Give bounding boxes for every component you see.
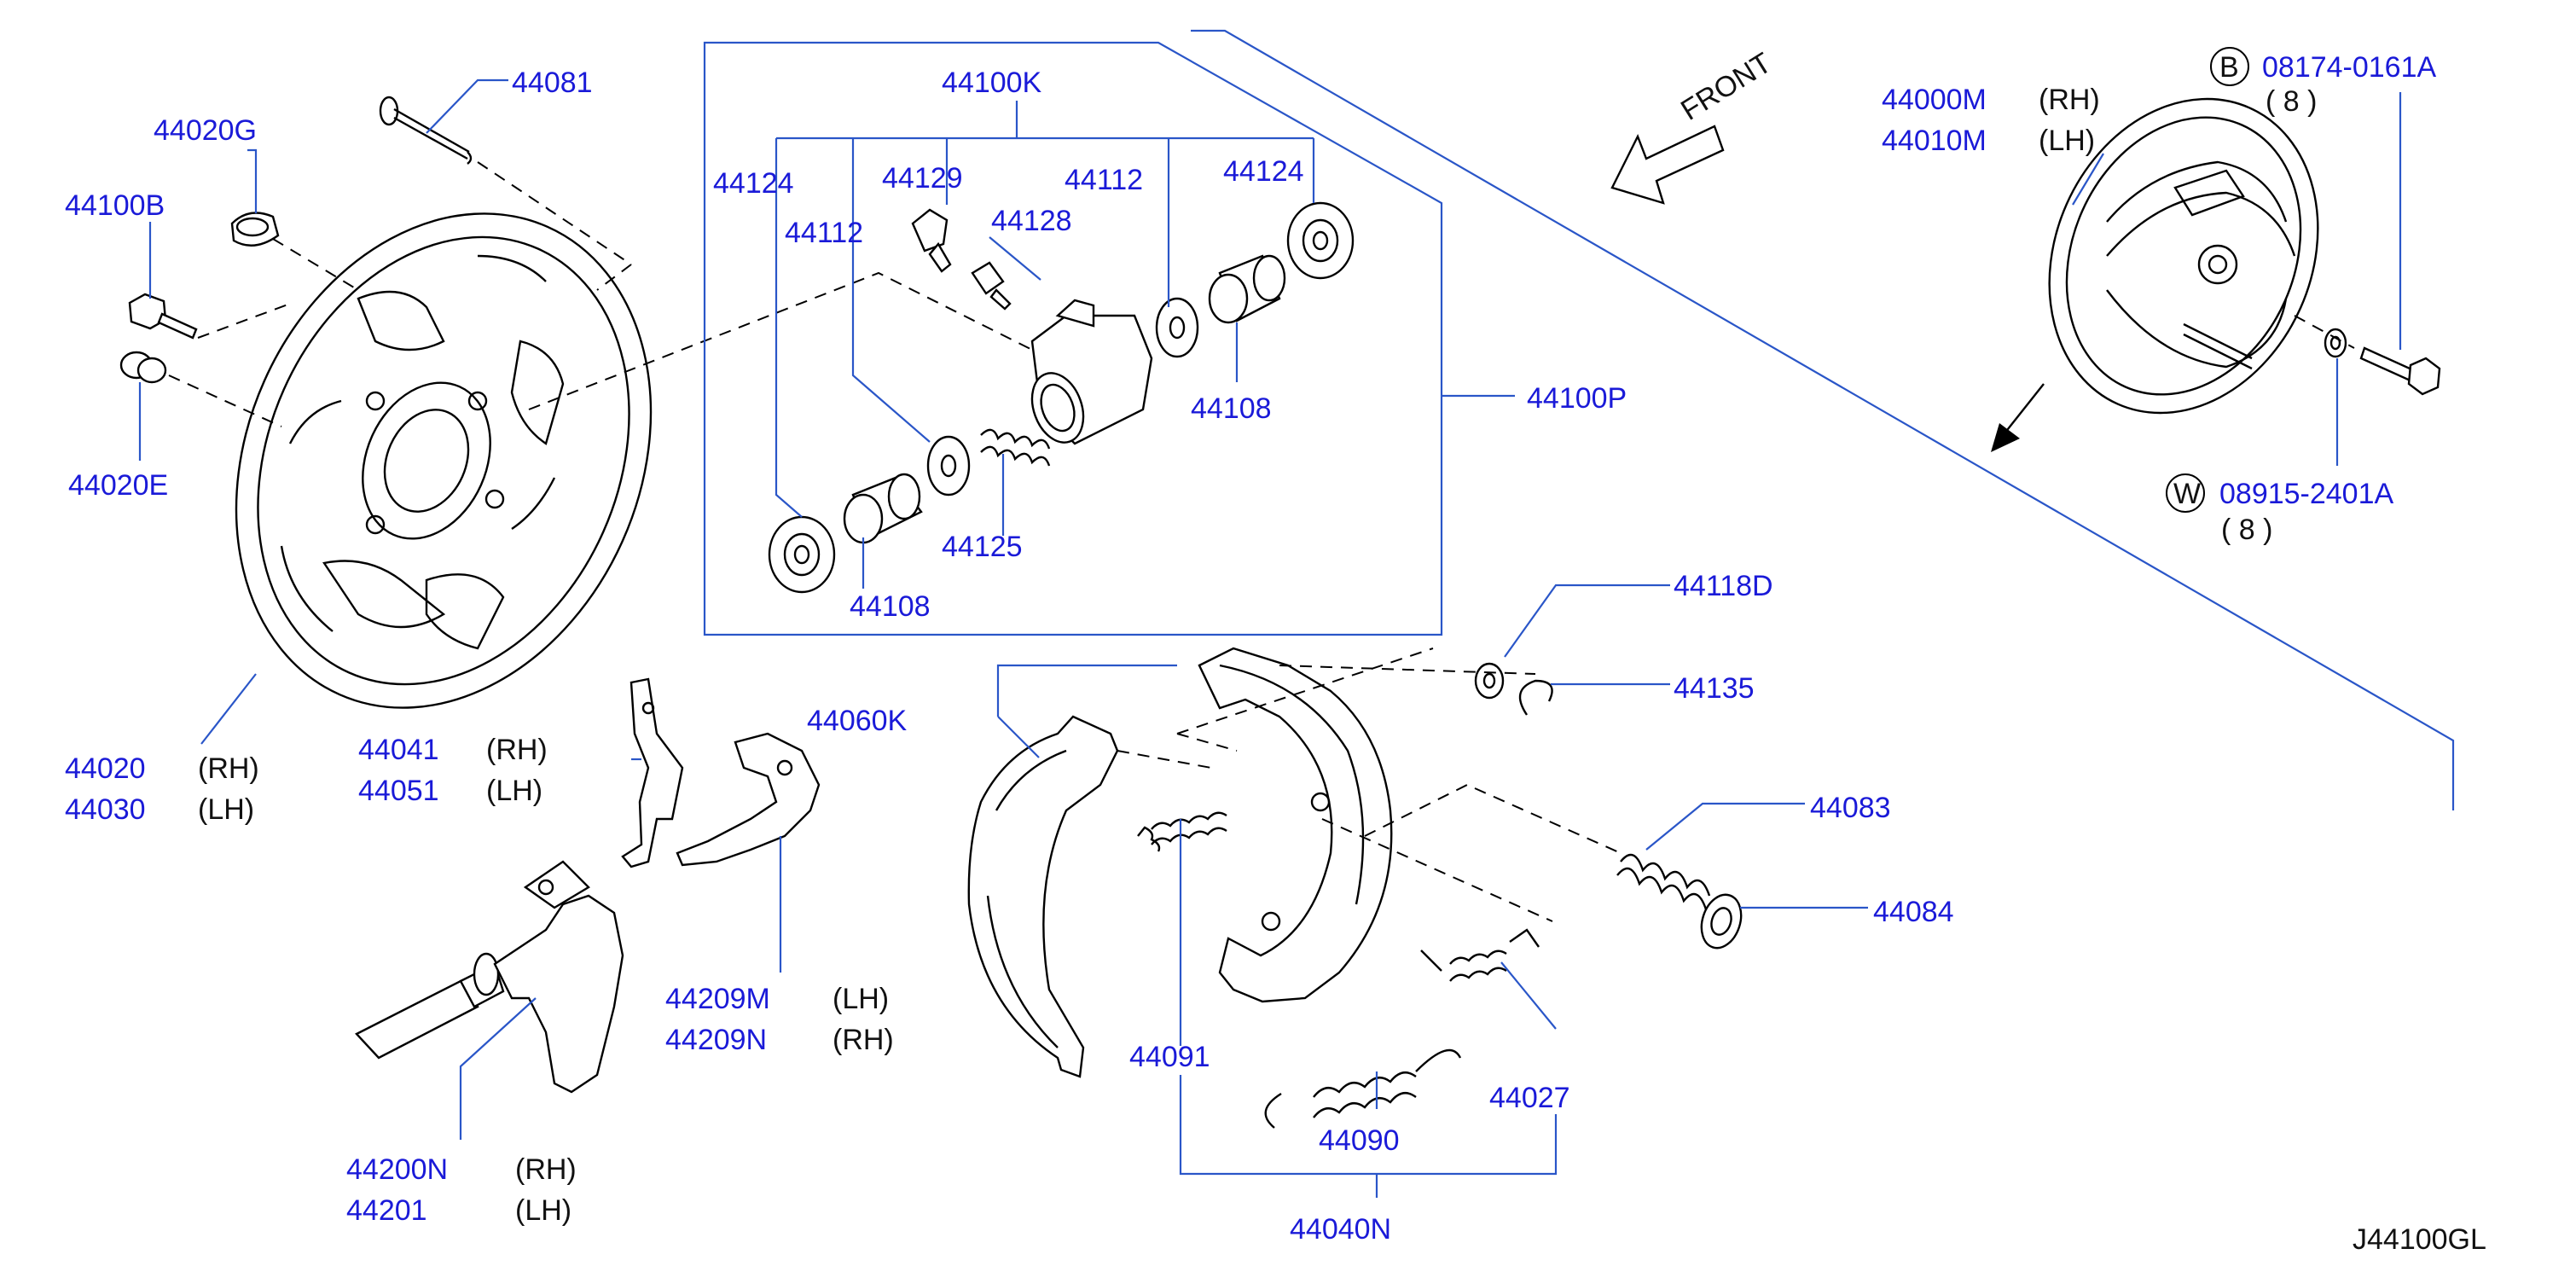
washer-badge-letter: W — [2173, 478, 2201, 510]
qualifier-44000M: (RH) — [2039, 84, 2100, 116]
spring-44083 — [1616, 853, 1711, 910]
label-44135: 44135 — [1674, 672, 1755, 705]
lever-44041 — [621, 677, 684, 868]
pin-44081 — [379, 96, 473, 165]
label-44200N: 44200N — [346, 1153, 448, 1186]
boot-left — [768, 515, 836, 594]
qty-08915: ( 8 ) — [2221, 514, 2272, 546]
bolt-08174 — [2359, 346, 2441, 396]
wheel-cylinder-box — [703, 41, 1515, 636]
washer-44118D — [1474, 662, 1505, 700]
qty-08174: ( 8 ) — [2266, 85, 2317, 118]
clip-44135 — [1518, 679, 1553, 716]
spring-44125 — [980, 428, 1051, 467]
label-08174: 08174-0161A — [2262, 51, 2437, 84]
label-44201: 44201 — [346, 1194, 427, 1227]
label-44090: 44090 — [1319, 1124, 1400, 1157]
cap-44128 — [971, 261, 1012, 311]
label-44020G: 44020G — [154, 114, 257, 147]
label-44124-left: 44124 — [713, 167, 794, 200]
label-44084: 44084 — [1873, 896, 1954, 928]
label-44209M: 44209M — [665, 983, 770, 1015]
lever-44209 — [676, 732, 821, 867]
qualifier-44041: (RH) — [486, 734, 548, 766]
qualifier-44020: (RH) — [198, 752, 259, 785]
piston-cup-right — [1155, 297, 1199, 358]
label-44000M: 44000M — [1882, 84, 1987, 116]
backing-plate — [235, 212, 653, 709]
label-44083: 44083 — [1810, 792, 1891, 824]
label-44108-right: 44108 — [1191, 392, 1272, 425]
cylinder-leaders — [775, 160, 1315, 589]
spring-44027 — [1420, 928, 1540, 982]
qualifier-44200N: (RH) — [515, 1153, 577, 1186]
label-44124-right: 44124 — [1223, 155, 1304, 188]
spring-44090 — [1264, 1048, 1462, 1129]
label-44100B: 44100B — [65, 189, 165, 222]
label-44051: 44051 — [358, 775, 439, 807]
label-44108-left: 44108 — [850, 590, 931, 623]
label-44020: 44020 — [65, 752, 146, 785]
label-44128: 44128 — [991, 205, 1072, 237]
assembly-lines-left — [168, 161, 1033, 427]
piston-left — [843, 473, 923, 544]
qualifier-44201: (LH) — [515, 1194, 571, 1227]
assembly-lines-center — [1117, 648, 1622, 922]
label-44209N: 44209N — [665, 1024, 767, 1056]
qualifier-44030: (LH) — [198, 793, 254, 826]
brake-shoe-front — [967, 715, 1119, 1078]
label-44112-left: 44112 — [785, 217, 863, 249]
leader-lines-left — [138, 78, 2402, 1198]
piston-cup-left — [926, 435, 971, 497]
label-44027: 44027 — [1489, 1082, 1570, 1114]
washer-badge: W — [2166, 473, 2205, 513]
spring-44091 — [1137, 811, 1227, 852]
adjuster-44200N — [355, 860, 624, 1094]
bolt-badge: B — [2210, 47, 2249, 86]
front-label: FRONT — [1675, 47, 1777, 127]
label-44020E: 44020E — [68, 469, 168, 502]
bleeder-44129 — [911, 208, 952, 273]
qualifier-44051: (LH) — [486, 775, 542, 807]
direction-arrow — [1991, 383, 2045, 452]
label-44100K: 44100K — [942, 67, 1042, 99]
qualifier-44209M: (LH) — [833, 983, 889, 1015]
label-44100P: 44100P — [1527, 382, 1627, 415]
front-arrow: FRONT — [1610, 47, 1778, 205]
wheel-cylinder-body — [1030, 299, 1153, 445]
label-08915: 08915-2401A — [2219, 478, 2394, 510]
assembly-divider-line — [1191, 29, 2455, 810]
label-44060K: 44060K — [807, 705, 908, 737]
label-44125: 44125 — [942, 531, 1023, 563]
washer-08915 — [2324, 328, 2347, 358]
label-44081: 44081 — [512, 67, 593, 99]
retainer-44084 — [1700, 893, 1743, 950]
label-44010M: 44010M — [1882, 125, 1987, 157]
assembly-line-right — [2294, 315, 2355, 349]
brake-shoe-rear — [1198, 647, 1393, 1003]
diagram-code: J44100GL — [2353, 1223, 2486, 1256]
qualifier-44209N: (RH) — [833, 1024, 894, 1056]
bolt-44100B — [128, 293, 198, 340]
piston-right — [1208, 254, 1286, 324]
label-44041: 44041 — [358, 734, 439, 766]
plug-44020G — [230, 212, 280, 247]
boot-right — [1286, 201, 1355, 280]
label-44118D: 44118D — [1674, 570, 1773, 602]
label-44040N: 44040N — [1290, 1213, 1391, 1246]
label-44129: 44129 — [882, 162, 963, 195]
qualifier-44010M: (LH) — [2039, 125, 2095, 157]
label-44030: 44030 — [65, 793, 146, 826]
brake-assembly — [2048, 97, 2319, 415]
grommet-44020E — [119, 351, 167, 384]
label-44091: 44091 — [1129, 1041, 1210, 1073]
bolt-badge-letter: B — [2219, 51, 2239, 84]
label-44112-right: 44112 — [1065, 164, 1143, 196]
